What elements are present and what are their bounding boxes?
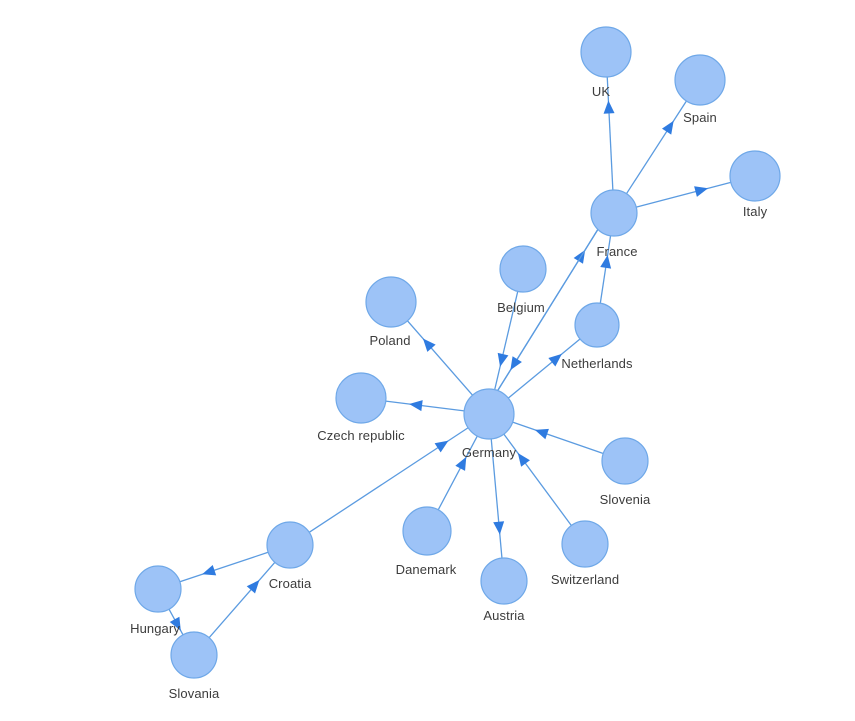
graph-edge-arrowhead	[548, 353, 562, 367]
graph-edge[interactable]	[179, 551, 269, 583]
graph-node-label-slovania: Slovania	[168, 686, 220, 701]
graph-node-poland[interactable]	[365, 276, 417, 328]
graph-node-label-italy: Italy	[742, 204, 768, 219]
graph-edge[interactable]	[503, 433, 572, 526]
graph-edge[interactable]	[507, 338, 581, 399]
graph-edge-arrowhead	[169, 616, 181, 631]
graph-node-label-spain: Spain	[683, 110, 717, 125]
graph-node-austria[interactable]	[480, 557, 528, 605]
graph-node-germany[interactable]	[463, 388, 515, 440]
graph-edge-arrowhead	[434, 440, 449, 453]
node-layer	[134, 26, 781, 679]
graph-edge-arrowhead	[694, 186, 709, 197]
graph-node-label-germany: Germany	[461, 445, 517, 460]
graph-node-label-switzerland: Switzerland	[550, 572, 620, 587]
graph-node-label-france: France	[596, 244, 638, 259]
graph-edge[interactable]	[512, 421, 604, 455]
graph-node-spain[interactable]	[674, 54, 726, 106]
graph-edge[interactable]	[385, 400, 465, 412]
graph-node-label-austria: Austria	[483, 608, 525, 623]
graph-edge-arrowhead	[600, 254, 612, 269]
graph-node-label-belgium: Belgium	[497, 300, 545, 315]
graph-node-label-danemark: Danemark	[395, 562, 457, 577]
graph-edge[interactable]	[599, 235, 612, 304]
graph-node-label-poland: Poland	[369, 333, 411, 348]
graph-node-switzerland[interactable]	[561, 520, 609, 568]
graph-edge-arrowhead	[493, 521, 505, 535]
graph-node-label-slovenia: Slovenia	[599, 492, 651, 507]
graph-node-belgium[interactable]	[499, 245, 547, 293]
graph-edge[interactable]	[606, 76, 614, 191]
graph-node-danemark[interactable]	[402, 506, 452, 556]
graph-edge-arrowhead	[246, 580, 260, 594]
graph-edge[interactable]	[406, 320, 474, 396]
graph-node-slovania[interactable]	[170, 631, 218, 679]
graph-edge-arrowhead	[517, 453, 530, 467]
graph-edge-arrowhead	[534, 428, 549, 440]
graph-node-czech[interactable]	[335, 372, 387, 424]
edge-layer	[168, 76, 731, 639]
graph-edge[interactable]	[636, 181, 731, 208]
graph-edge-arrowhead	[661, 120, 674, 135]
graph-edge-arrowhead	[409, 400, 423, 412]
graph-edge[interactable]	[625, 100, 687, 195]
graph-edge-arrowhead	[455, 456, 467, 471]
graph-edge[interactable]	[494, 291, 519, 390]
graph-edge-arrowhead	[497, 352, 509, 367]
graph-node-france[interactable]	[590, 189, 638, 237]
graph-edge-arrowhead	[510, 356, 522, 371]
graph-node-label-uk: UK	[591, 84, 611, 99]
graph-edge-arrowhead	[603, 100, 615, 114]
graph-node-label-croatia: Croatia	[268, 576, 312, 591]
graph-edge[interactable]	[208, 561, 276, 639]
graph-edge[interactable]	[437, 435, 478, 511]
graph-node-croatia[interactable]	[266, 521, 314, 569]
graph-node-label-hungary: Hungary	[130, 621, 180, 636]
graph-node-uk[interactable]	[580, 26, 632, 78]
graph-node-netherlands[interactable]	[574, 302, 620, 348]
graph-node-label-czech: Czech republic	[317, 428, 405, 443]
graph-node-label-netherlands: Netherlands	[561, 356, 633, 371]
graph-edge-arrowhead	[202, 564, 217, 576]
graph-node-slovenia[interactable]	[601, 437, 649, 485]
graph-edge-arrowhead	[422, 338, 436, 352]
graph-node-hungary[interactable]	[134, 565, 182, 613]
graph-edge[interactable]	[490, 438, 503, 559]
graph-node-italy[interactable]	[729, 150, 781, 202]
